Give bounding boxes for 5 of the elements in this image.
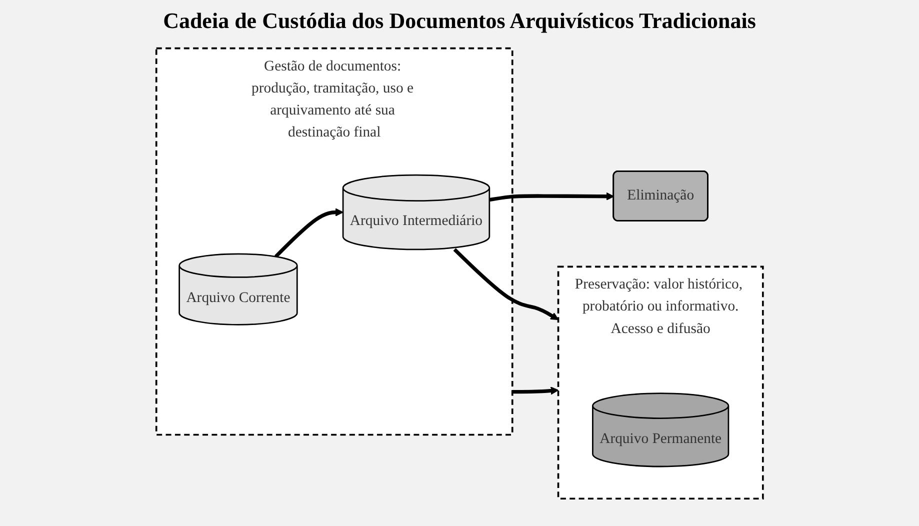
arrow bbox=[274, 208, 344, 258]
arrow bbox=[512, 386, 558, 394]
diagram-title: Cadeia de Custódia dos Documentos Arquivísticos Tradicionais bbox=[162, 8, 757, 34]
arrow bbox=[488, 192, 614, 202]
arrow bbox=[453, 248, 558, 320]
